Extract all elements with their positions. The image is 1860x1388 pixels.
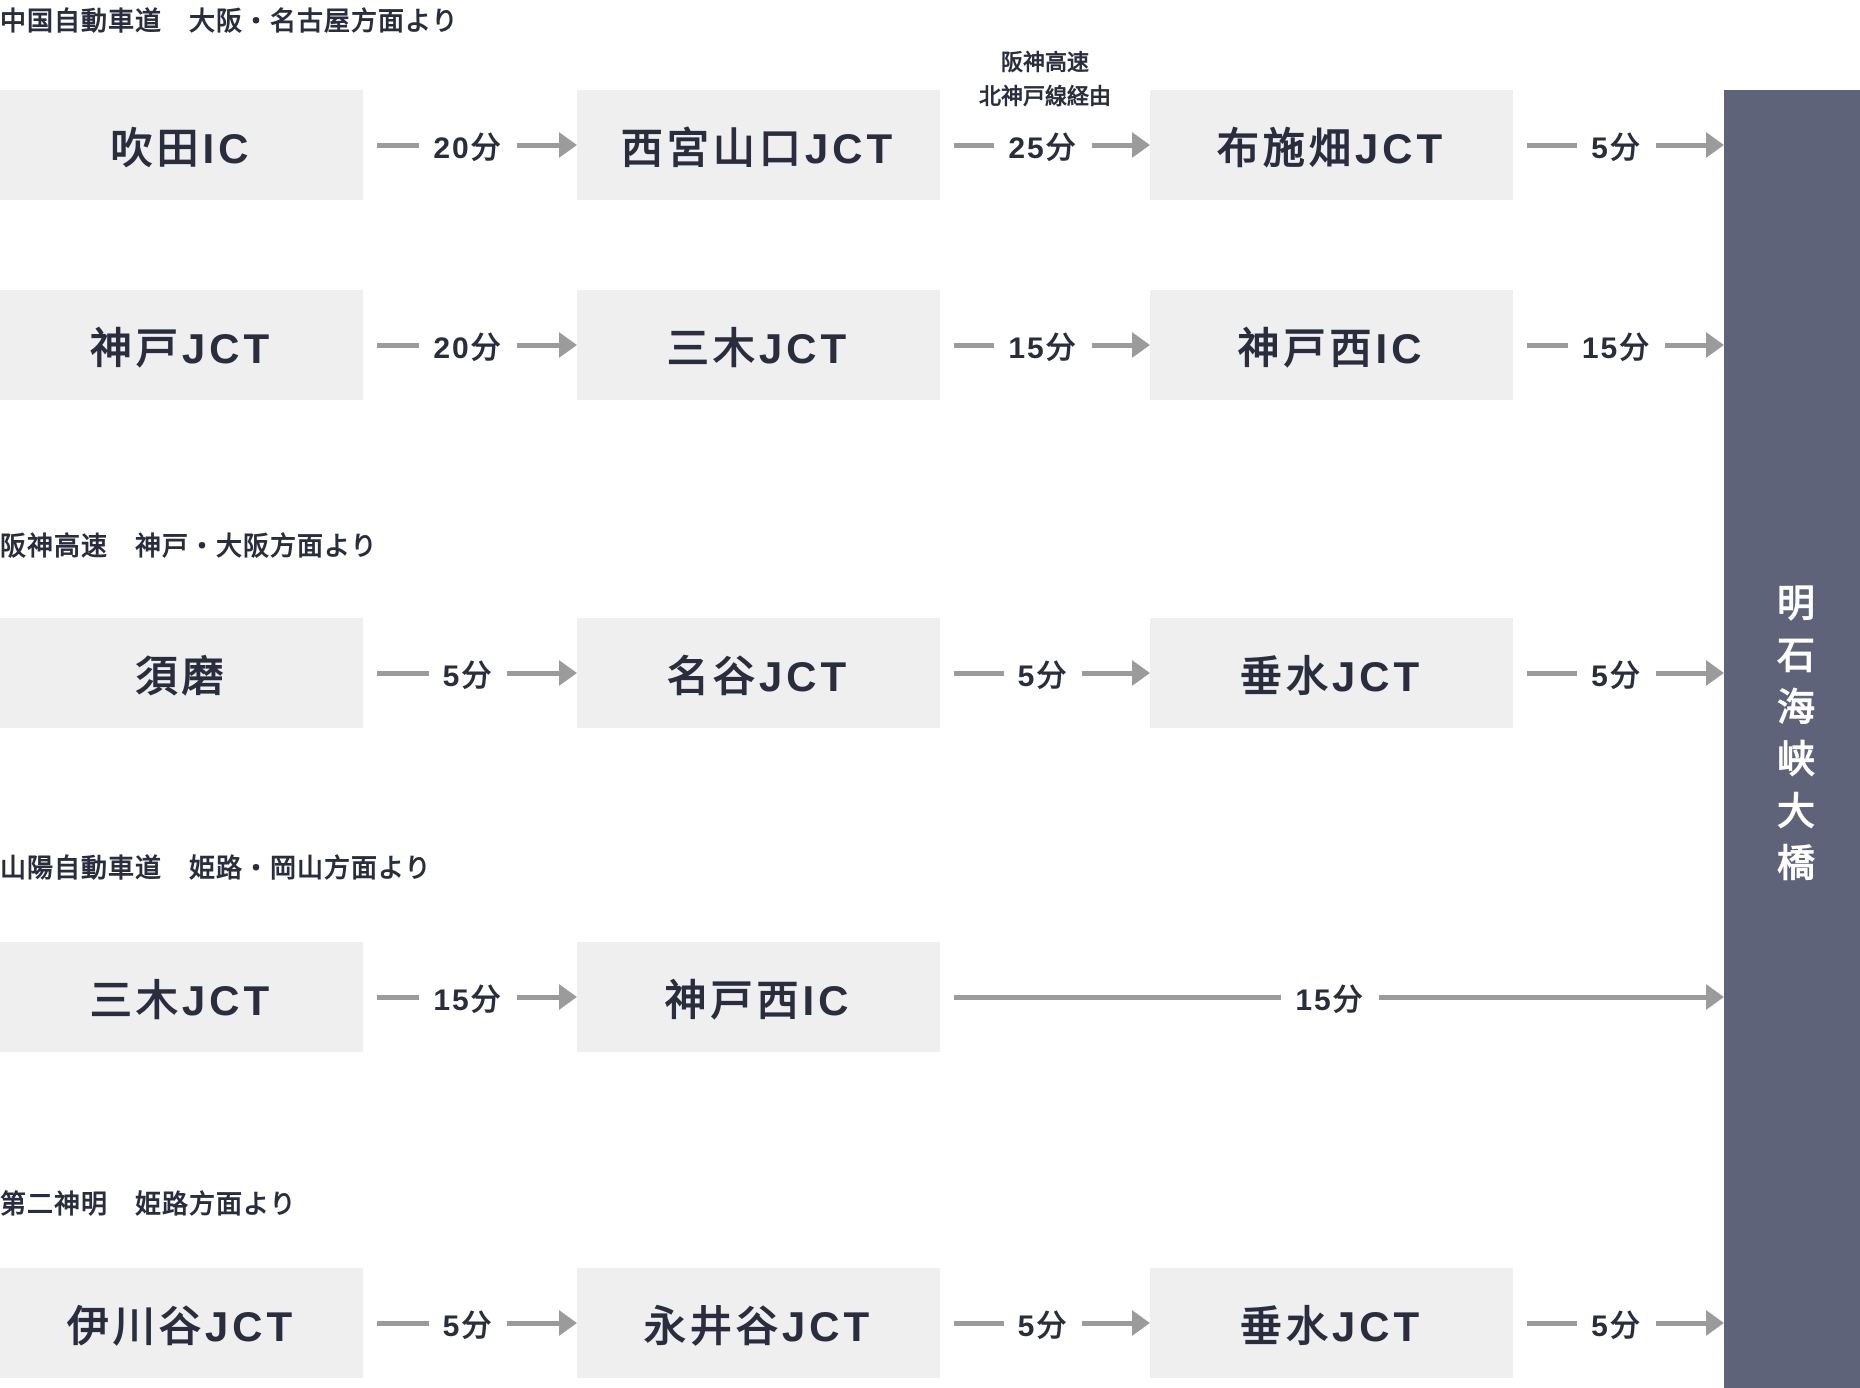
arrow-line [516,342,559,348]
travel-time-label: 5分 [442,1310,494,1343]
travel-time-label: 5分 [1591,660,1642,693]
arrow-head-icon [1706,984,1724,1010]
bridge-destination-label: 明石海峡大橋 [1770,583,1813,895]
station-box: 名谷JCT [577,618,940,728]
arrow-head-icon [1132,132,1150,158]
station-box: 伊川谷JCT [0,1268,363,1378]
arrow-line [377,342,420,348]
station-box: 三木JCT [577,290,940,400]
station-box: 神戸JCT [0,290,363,400]
arrow-head-icon [1706,660,1724,686]
arrow-head-icon [1706,332,1724,358]
arrow-head-icon [559,1310,577,1336]
travel-time-label: 20分 [433,332,503,365]
arrow-line [1665,342,1706,348]
travel-time-label: 25分 [1008,132,1078,165]
arrow-line [1527,1320,1578,1326]
travel-time-arrow: 5分 [363,1268,577,1378]
arrow-line [1655,1320,1706,1326]
section-label: 阪神高速 神戸・大阪方面より [0,531,378,561]
arrow-line [377,1320,429,1326]
arrow-line [377,670,429,676]
travel-time-label: 5分 [442,660,494,693]
arrow-line [516,994,559,1000]
travel-time-arrow: 20分 [363,290,577,400]
travel-time-label: 5分 [1591,132,1642,165]
travel-time-arrow: 15分 [940,942,1724,1052]
arrow-head-icon [559,132,577,158]
station-box: 布施畑JCT [1150,90,1513,200]
travel-time-arrow: 15分 [363,942,577,1052]
arrow-head-icon [559,332,577,358]
arrow-line [954,142,995,148]
station-box: 西宮山口JCT [577,90,940,200]
station-box: 永井谷JCT [577,1268,940,1378]
arrow-line [1082,1320,1132,1326]
arrow-line [1091,342,1132,348]
arrow-line [507,1320,559,1326]
section-label: 山陽自動車道 姫路・岡山方面より [0,853,432,883]
arrow-line [954,342,995,348]
travel-time-label: 5分 [1017,660,1069,693]
arrow-line [1091,142,1132,148]
station-box: 垂水JCT [1150,618,1513,728]
route-note-line: 北神戸線経由 [978,83,1111,109]
arrow-head-icon [1132,332,1150,358]
arrow-head-icon [1132,1310,1150,1336]
station-box: 神戸西IC [1150,290,1513,400]
arrow-head-icon [559,984,577,1010]
travel-time-label: 5分 [1017,1310,1069,1343]
travel-time-label: 5分 [1591,1310,1642,1343]
arrow-line [954,670,1004,676]
arrow-line [1527,342,1568,348]
travel-time-arrow: 15分 [1513,290,1724,400]
travel-time-label: 15分 [1295,984,1365,1017]
section-label: 中国自動車道 大阪・名古屋方面より [0,6,459,36]
arrow-head-icon [1706,132,1724,158]
station-box: 須磨 [0,618,363,728]
station-box: 神戸西IC [577,942,940,1052]
arrow-line [1655,142,1706,148]
station-box: 三木JCT [0,942,363,1052]
travel-time-label: 15分 [1008,332,1078,365]
arrow-head-icon [559,660,577,686]
section-label: 第二神明 姫路方面より [0,1189,297,1219]
arrow-line [1082,670,1132,676]
travel-time-label: 15分 [1581,332,1652,365]
bridge-destination-bar: 明石海峡大橋 [1724,90,1860,1388]
arrow-line [377,142,420,148]
travel-time-arrow: 15分 [940,290,1150,400]
arrow-line [954,994,1282,1000]
travel-time-label: 15分 [433,984,503,1017]
route-note-line: 阪神高速 [1000,49,1089,75]
arrow-line [954,1320,1004,1326]
route-note: 阪神高速北神戸線経由 [940,46,1150,114]
arrow-line [1527,142,1578,148]
travel-time-label: 20分 [433,132,503,165]
arrow-head-icon [1132,660,1150,686]
arrow-line [1527,670,1578,676]
travel-time-arrow: 5分 [940,618,1150,728]
travel-time-arrow: 20分 [363,90,577,200]
travel-time-arrow: 5分 [1513,1268,1724,1378]
arrow-head-icon [1706,1310,1724,1336]
travel-time-arrow: 5分 [1513,618,1724,728]
arrow-line [516,142,559,148]
arrow-line [1378,994,1706,1000]
travel-time-arrow: 5分 [1513,90,1724,200]
travel-time-arrow: 5分 [363,618,577,728]
arrow-line [507,670,559,676]
arrow-line [1655,670,1706,676]
travel-time-arrow: 5分 [940,1268,1150,1378]
station-box: 垂水JCT [1150,1268,1513,1378]
arrow-line [377,994,420,1000]
travel-time-arrow: 25分 阪神高速北神戸線経由 [940,50,1150,200]
station-box: 吹田IC [0,90,363,200]
